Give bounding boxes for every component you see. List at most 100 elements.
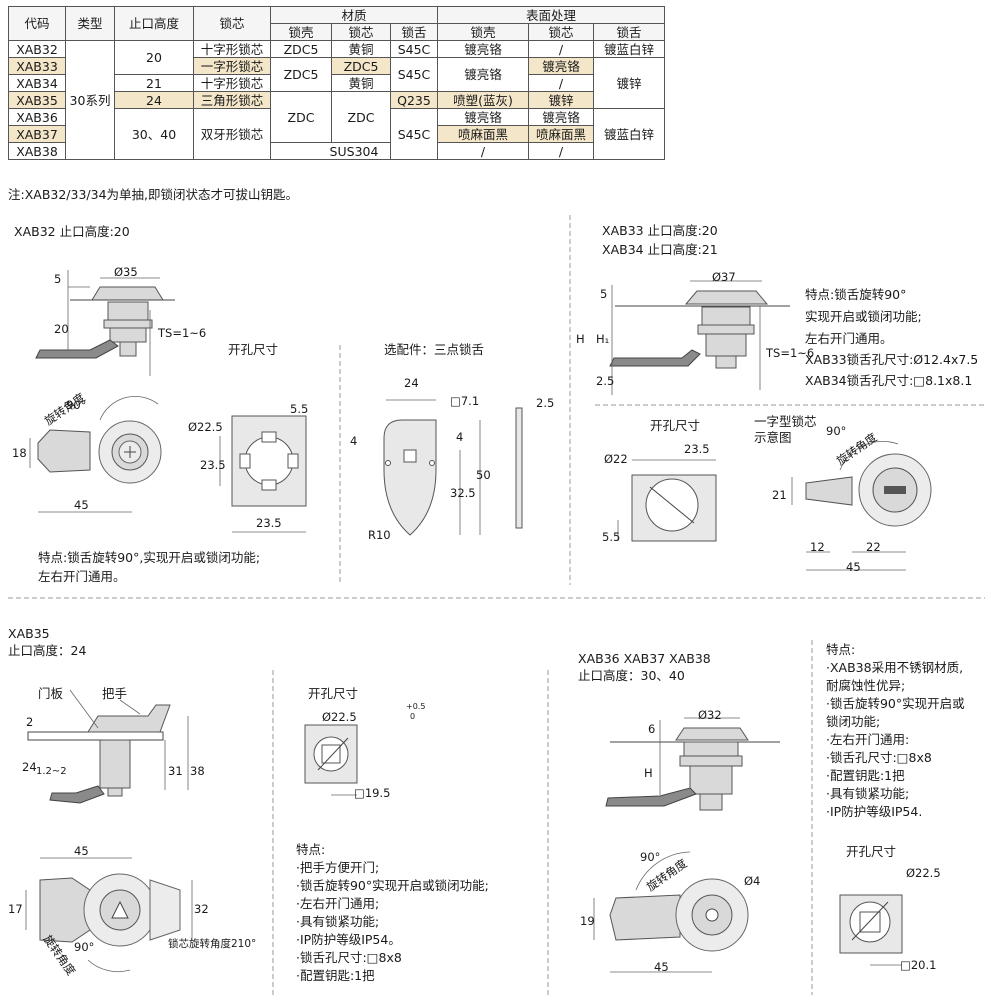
cell-surf-tongue: 镀锌 [593,57,665,109]
xab3334-feature: 左右开门通用。 [805,331,893,346]
xab35-dim-32: 32 [194,902,209,916]
cell-code: XAB36 [8,108,66,126]
cell-mat-tongue: S45C [390,40,438,58]
cell-surf-core: 喷麻面黑 [528,125,594,143]
xab3334-dim-25: 2.5 [596,374,615,388]
xab35-dim-2: 2 [26,715,34,729]
table-note: 注:XAB32/33/34为单抽,即锁闭状态才可拔山钥匙。 [8,187,299,202]
option-dim-4b: 4 [456,430,464,444]
xab3638-hole-pattern [839,894,903,966]
xab35-dim-tol0: 0 [410,712,416,721]
xab35-dim-12: 1.2~2 [36,766,67,777]
th-material: 材质 [270,6,438,24]
xab35-dim-hole-195: □19.5 [354,786,391,800]
cell-core: 十字形锁芯 [193,74,271,92]
xab35-title-1: XAB35 [8,626,50,641]
cell-mat-core: ZDC [331,91,391,143]
xab3638-top-view [593,851,749,973]
core-dim-45: 45 [846,560,861,574]
xab35-feature: ·具有锁紧功能; [296,914,380,929]
table-row: XAB38 SUS304/ / [8,142,665,160]
xab32-top-view [29,395,162,513]
xab35-hole-title: 开孔尺寸 [308,686,359,701]
xab35-feature: ·把手方便开门; [296,860,380,875]
xab35-feature: ·锁舌旋转90°实现开启或锁闭功能; [296,878,489,893]
option-dim-r10: R10 [368,528,391,542]
xab3638-feature: ·锁舌孔尺寸:□8x8 [826,750,932,765]
xab35-feature: ·IP防护等级IP54。 [296,932,401,947]
table-row: XAB33 一字形锁芯 ZDC5 ZDC5 S45C 镀亮铬 镀亮铬 镀锌 [8,57,665,109]
cell-core: 三角形锁芯 [193,91,271,109]
xab32-features-2: 左右开门通用。 [38,569,126,584]
xab35-handle-label: 把手 [102,686,128,701]
cell-mat-tongue: S45C [390,57,438,92]
xab3334-feature: XAB34锁舌孔尺寸:□8.1x8.1 [805,373,973,388]
xab3638-dim-6: 6 [648,722,656,736]
cell-mat-core: ZDC5 [331,57,391,75]
cell-surf-shell: 镀亮铬 [437,108,529,126]
table-row: XAB34 21 十字形锁芯 黄铜 / [8,74,665,92]
xab32-hole-pattern [219,415,307,533]
xab3638-feature: ·具有锁紧功能; [826,786,910,801]
xab3334-feature: 实现开启或锁闭功能; [805,309,922,324]
xab35-dim-deg: 90° [74,940,95,954]
xab3638-features-title: 特点: [826,642,856,657]
xab3638-dim-45: 45 [654,960,669,974]
xab35-feature: ·锁舌孔尺寸:□8x8 [296,950,402,965]
cell-surf-shell: 镀亮铬 [437,57,529,92]
xab3638-title-2: 止口高度：30、40 [578,668,685,683]
xab3638-dim-d4: Ø4 [744,874,761,888]
xab3334-dim-ts: TS=1~6 [766,346,815,360]
xab32-dim-hole-235h: 23.5 [256,516,282,530]
xab35-dim-24: 24 [22,760,37,774]
xab3638-feature: ·XAB38采用不锈钢材质, [826,660,964,675]
xab3334-side-view [609,280,790,395]
xab32-dim-hole-d: Ø22.5 [188,420,223,434]
xab3638-feature: 耐腐蚀性优异; [826,678,906,693]
core-dim-21: 21 [772,488,787,502]
core-dim-deg: 90° [826,424,847,438]
xab32-hole-title: 开孔尺寸 [228,342,279,357]
xab32-dim-ts: TS=1~6 [158,326,207,340]
xab3334-title-2: XAB34 止口高度:21 [602,242,718,257]
xab3334-hole-pattern [617,459,717,542]
cell-code: XAB38 [8,142,66,160]
xab3638-dim-hole-d: Ø22.5 [906,866,941,880]
core-title-1: 一字型锁芯 [754,414,817,429]
cell-surf-tongue: 镀蓝白锌 [593,108,665,160]
cell-code: XAB37 [8,125,66,143]
spec-table: 代码 类型 止口高度 锁芯 材质 表面处理 锁壳 锁芯 锁舌 锁壳 锁芯 锁舌 … [8,6,665,160]
xab32-dim-45: 45 [74,498,89,512]
xab3334-dim-d37: Ø37 [712,270,736,284]
xab35-title-2: 止口高度：24 [8,643,87,658]
xab3638-feature: ·配置钥匙:1把 [826,768,905,783]
option-dim-71: □7.1 [450,394,480,408]
xab32-dim-hole-235v: 23.5 [200,458,226,472]
xab35-dim-38: 38 [190,764,205,778]
option-dim-24: 24 [404,376,419,390]
xab3334-dim-d22: Ø22 [604,452,628,466]
xab35-hole-pattern [304,724,358,796]
xab3334-dim-h1: H₁ [596,332,610,346]
xab3638-dim-hole-201: □20.1 [900,958,937,972]
xab35-dim-tol: +0.5 [406,702,426,711]
xab32-side-view [35,270,175,376]
xab3334-feature: XAB33锁舌孔尺寸:Ø12.4x7.5 [805,352,979,367]
cell-code: XAB34 [8,74,66,92]
xab32-dim-d35: Ø35 [114,265,138,279]
single-slot-core-diagram [791,440,932,571]
cell-surf-shell: 喷麻面黑 [437,125,529,143]
th-material-shell: 锁壳 [270,23,332,41]
core-title-2: 示意图 [754,430,792,445]
table-row: XAB36 30、40 双牙形锁芯 S45C 镀亮铬 镀亮铬 镀蓝白锌 [8,108,665,160]
xab3638-dim-19: 19 [580,914,595,928]
xab3638-dim-h: H [644,766,653,780]
xab3638-side-view [605,717,780,811]
xab3638-dim-deg: 90° [640,850,661,864]
xab3638-feature: ·左右开门通用: [826,732,910,747]
xab3334-dim-5: 5 [600,287,608,301]
xab35-features-title: 特点: [296,842,326,857]
xab3334-title-1: XAB33 止口高度:20 [602,223,718,238]
xab35-top-view [25,857,193,973]
